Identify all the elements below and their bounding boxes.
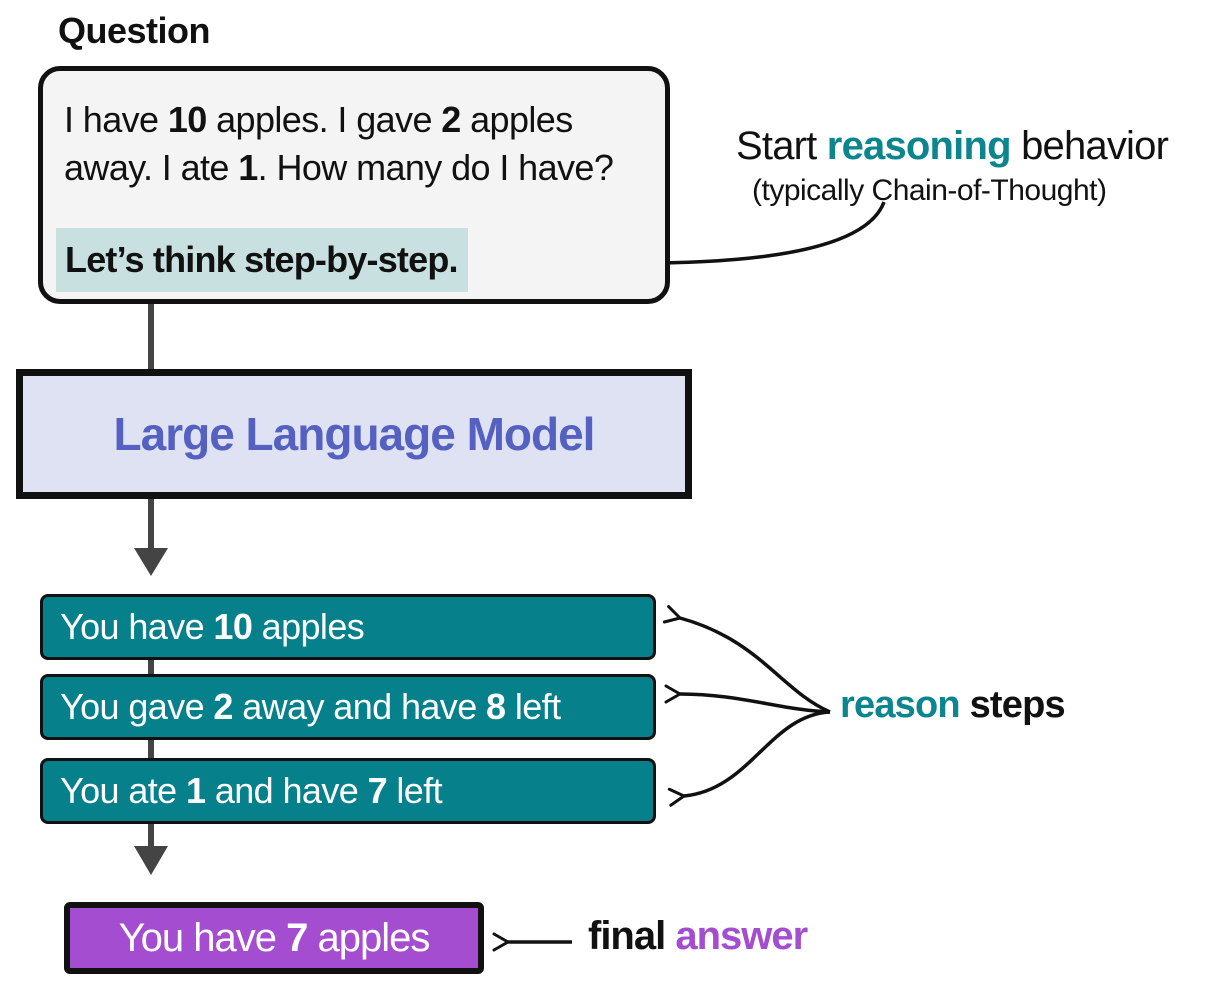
question-heading: Question <box>58 10 211 51</box>
arrow-reason-to-step-2 <box>664 684 831 714</box>
arrow-reason-to-step-1 <box>662 605 831 714</box>
llm-box <box>16 369 692 499</box>
annotation-final-answer: final answer <box>588 914 808 958</box>
annotation-reason-steps: reason steps <box>840 684 1066 726</box>
reason-step-3: You ate 1 and have 7 left <box>40 758 656 824</box>
flow-arrowhead-to-steps <box>134 548 168 576</box>
annotation-start-reasoning: Start reasoning behavior <box>736 124 1169 168</box>
question-text: I have 10 apples. I gave 2 apples away. … <box>64 99 614 188</box>
final-answer-box: You have 7 apples <box>64 902 484 974</box>
flow-arrowhead-to-final <box>134 846 168 875</box>
prompt-highlight: Let’s think step-by-step. <box>56 228 468 292</box>
annotation-chain-of-thought: (typically Chain-of-Thought) <box>752 174 1107 207</box>
llm-label: Large Language Model <box>113 408 596 460</box>
reason-step-1: You have 10 apples <box>40 594 656 660</box>
reason-step-2: You gave 2 away and have 8 left <box>40 674 656 740</box>
arrow-reason-to-step-3 <box>667 710 831 807</box>
